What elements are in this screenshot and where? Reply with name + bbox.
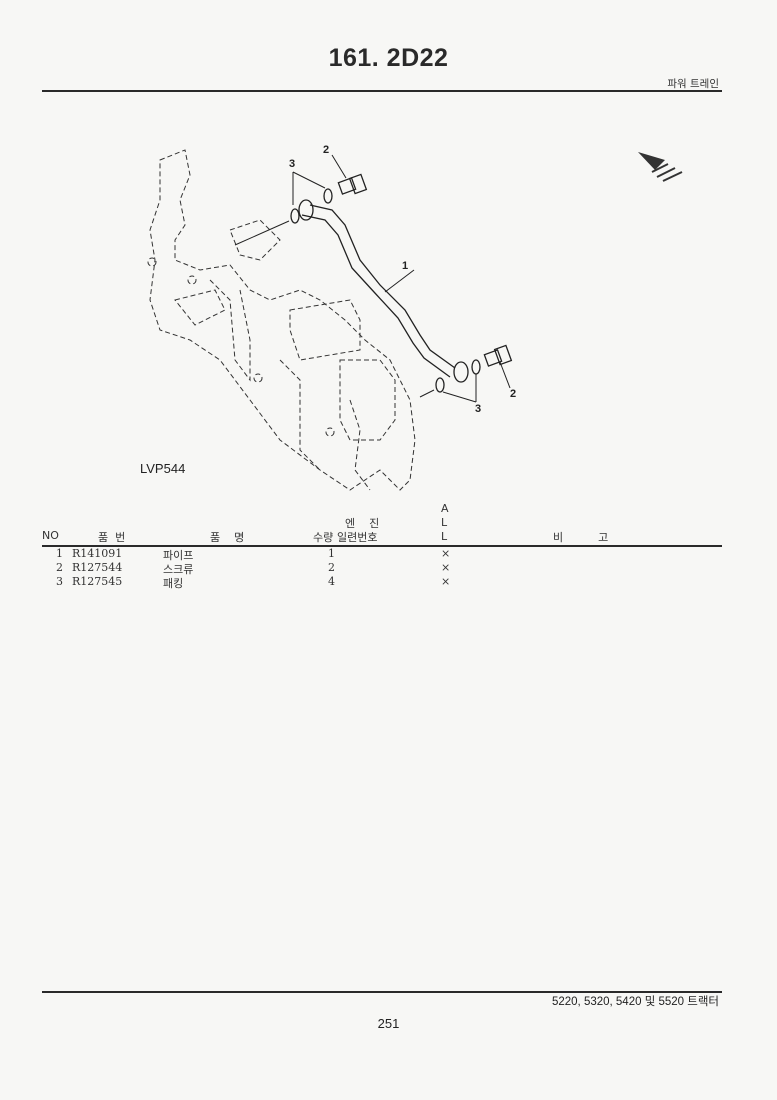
row-no: 2 <box>56 561 63 574</box>
packing-ring <box>290 208 300 224</box>
row-all: × <box>441 561 451 574</box>
col-part-name: 품 명 <box>210 531 245 544</box>
row-qty: 2 <box>328 561 335 574</box>
packing-ring <box>471 359 481 375</box>
callout-2-bottom: 2 <box>510 388 517 400</box>
parts-diagram <box>147 149 683 491</box>
row-all: × <box>441 575 451 588</box>
row-part-name: 파이프 <box>163 549 194 562</box>
col-qty: 수량 <box>313 531 334 544</box>
row-qty: 4 <box>328 575 335 588</box>
direction-arrow-icon <box>638 152 683 182</box>
col-all-l1: L <box>441 516 448 529</box>
callout-3-bottom: 3 <box>475 403 482 415</box>
transmission-housing-outline <box>147 149 416 491</box>
packing-ring <box>435 377 445 393</box>
col-no: NO <box>42 529 59 542</box>
col-engine-top: 엔 진 <box>345 517 380 530</box>
col-all-a: A <box>441 502 449 515</box>
row-part-name: 패킹 <box>163 577 184 590</box>
footer-divider <box>42 991 722 993</box>
callout-2-top: 2 <box>323 144 330 156</box>
pipe-assembly <box>290 173 513 393</box>
row-all: × <box>441 547 451 560</box>
row-part-no: R127544 <box>72 561 123 574</box>
row-qty: 1 <box>328 547 335 560</box>
screw <box>337 177 357 195</box>
pipe-fitting <box>453 361 469 383</box>
figure-id: LVP544 <box>140 461 186 476</box>
pipe <box>309 204 456 369</box>
section-label: 파워 트레인 <box>667 78 719 90</box>
leader-lines <box>234 154 511 403</box>
col-remarks: 비 고 <box>553 531 609 544</box>
footer-models: 5220, 5320, 5420 및 5520 트랙터 <box>551 996 719 1008</box>
pipe-fitting <box>298 199 314 221</box>
col-part-no: 품 번 <box>98 531 126 544</box>
header-divider <box>42 90 722 92</box>
row-part-name: 스크류 <box>163 563 194 576</box>
col-engine-bottom: 일련번호 <box>337 531 378 544</box>
row-no: 1 <box>56 547 63 560</box>
col-all-l2: L <box>441 530 448 543</box>
page-number: 251 <box>377 1016 400 1031</box>
callout-3-top: 3 <box>289 158 296 170</box>
table-header-divider <box>42 545 722 547</box>
screw <box>483 349 503 367</box>
row-part-no: R127545 <box>72 575 123 588</box>
row-no: 3 <box>56 575 63 588</box>
row-part-no: R141091 <box>72 547 123 560</box>
callout-1: 1 <box>402 260 409 272</box>
packing-ring <box>323 188 333 204</box>
page-title: 161. 2D22 <box>328 44 449 72</box>
